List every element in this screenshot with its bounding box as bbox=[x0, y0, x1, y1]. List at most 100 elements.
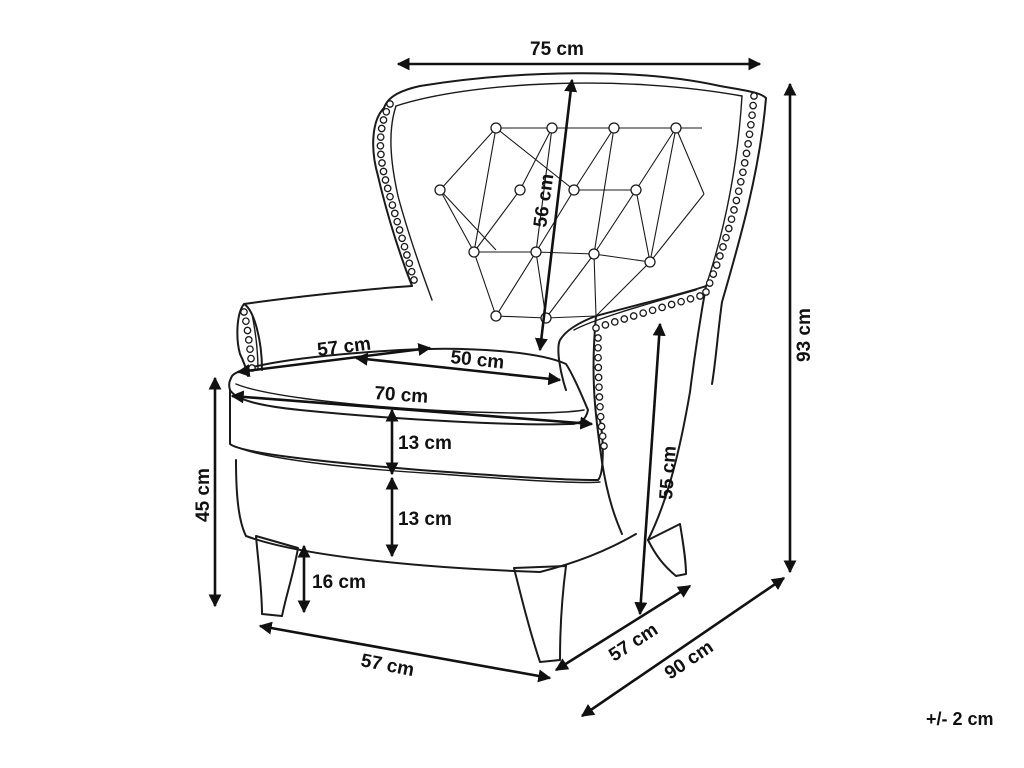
nailhead-stud bbox=[724, 224, 733, 233]
nailhead-stud bbox=[740, 159, 749, 167]
nailhead-stud bbox=[719, 243, 727, 251]
nailhead-stud bbox=[377, 124, 386, 133]
nailhead-stud bbox=[405, 259, 414, 268]
nailhead-stud bbox=[610, 318, 619, 326]
nailhead-stud bbox=[376, 133, 385, 141]
nailhead-stud bbox=[598, 432, 607, 441]
front-left-leg bbox=[255, 535, 299, 617]
dim-front-width-line bbox=[258, 621, 552, 683]
nailhead-stud bbox=[386, 192, 394, 201]
nailhead-stud bbox=[242, 317, 250, 326]
nailhead-stud bbox=[393, 217, 402, 226]
nailhead-stud bbox=[734, 187, 743, 196]
nailhead-stud bbox=[749, 101, 757, 110]
right-wing-inner bbox=[705, 95, 743, 287]
nailhead-trim bbox=[240, 92, 758, 450]
tolerance-note: +/- 2 cm bbox=[926, 709, 994, 729]
nailhead-stud bbox=[732, 196, 741, 205]
label-total-height: 93 cm bbox=[794, 308, 815, 362]
nailhead-stud bbox=[240, 308, 248, 316]
nailhead-stud bbox=[376, 141, 385, 150]
nailhead-stud bbox=[667, 300, 676, 309]
nailhead-stud bbox=[596, 402, 604, 411]
label-leg-height: 16 cm bbox=[312, 572, 366, 593]
right-arm bbox=[557, 285, 707, 541]
nailhead-stud bbox=[247, 354, 255, 363]
nailhead-stud bbox=[750, 92, 758, 100]
label-arm-height: 55 cm bbox=[656, 445, 681, 500]
nailhead-stud bbox=[600, 442, 608, 450]
nailhead-stud bbox=[595, 393, 604, 401]
dim-seat-depth-top-line bbox=[236, 343, 432, 377]
nailhead-stud bbox=[722, 233, 730, 242]
nailhead-stud bbox=[243, 326, 252, 335]
nailhead-stud bbox=[696, 292, 704, 300]
dim-arm-height-line bbox=[634, 322, 666, 616]
nailhead-stud bbox=[377, 150, 385, 159]
nailhead-stud bbox=[716, 252, 724, 260]
nailhead-stud bbox=[395, 226, 404, 234]
nailhead-stud bbox=[592, 324, 600, 332]
nailhead-stud bbox=[629, 312, 638, 320]
nailhead-stud bbox=[742, 149, 751, 158]
nailhead-stud bbox=[594, 373, 603, 382]
nailhead-stud bbox=[379, 116, 388, 124]
nailhead-stud bbox=[594, 334, 602, 342]
nailhead-stud bbox=[378, 159, 386, 167]
nailhead-stud bbox=[712, 261, 721, 269]
nailhead-stud bbox=[410, 276, 418, 284]
nailhead-stud bbox=[709, 270, 718, 278]
wingback-outline bbox=[383, 72, 767, 385]
nailhead-stud bbox=[388, 201, 397, 209]
dim-seat-width-line bbox=[230, 390, 594, 430]
nailhead-stud bbox=[595, 383, 603, 392]
dim-total-depth-line bbox=[580, 576, 786, 718]
nailhead-stud bbox=[686, 294, 695, 303]
nailhead-stud bbox=[702, 288, 710, 296]
label-back-width: 75 cm bbox=[530, 39, 584, 60]
dimension-lines bbox=[208, 57, 797, 718]
label-cushion-height: 13 cm bbox=[398, 433, 452, 454]
nailhead-stud bbox=[639, 309, 648, 317]
front-right-leg bbox=[513, 565, 567, 663]
nailhead-stud bbox=[736, 177, 745, 186]
nailhead-stud bbox=[596, 412, 605, 421]
tufting-pattern bbox=[434, 122, 705, 324]
nailhead-stud bbox=[748, 111, 756, 120]
nailhead-stud bbox=[747, 120, 755, 129]
nailhead-stud bbox=[727, 215, 736, 224]
nailhead-stud bbox=[594, 343, 602, 352]
nailhead-stud bbox=[398, 234, 406, 243]
nailhead-stud bbox=[648, 306, 657, 315]
label-side-depth: 57 cm bbox=[605, 619, 662, 666]
nailhead-stud bbox=[620, 315, 629, 323]
nailhead-stud bbox=[386, 100, 394, 108]
dim-backrest-height-line bbox=[534, 78, 578, 352]
nailhead-stud bbox=[594, 353, 602, 362]
dim-seat-depth-line bbox=[354, 352, 562, 386]
nailhead-stud bbox=[594, 363, 603, 372]
label-front-width: 57 cm bbox=[359, 650, 416, 681]
nailhead-stud bbox=[382, 107, 391, 116]
nailhead-stud bbox=[730, 206, 738, 214]
nailhead-stud bbox=[383, 184, 392, 193]
seat-cushion-front bbox=[229, 389, 604, 481]
nailhead-stud bbox=[379, 167, 388, 176]
nailhead-stud bbox=[403, 251, 411, 259]
label-seat-height: 45 cm bbox=[193, 468, 214, 522]
nailhead-stud bbox=[658, 303, 666, 312]
nailhead-stud bbox=[400, 242, 409, 251]
nailhead-stud bbox=[246, 345, 254, 354]
nailhead-stud bbox=[381, 176, 390, 184]
rear-right-leg bbox=[647, 523, 687, 577]
nailhead-stud bbox=[244, 336, 253, 344]
left-wing bbox=[372, 107, 413, 287]
seat-base bbox=[235, 459, 637, 573]
nailhead-stud bbox=[705, 279, 714, 287]
nailhead-stud bbox=[597, 422, 606, 431]
nailhead-stud bbox=[745, 130, 754, 139]
left-wing-inner bbox=[390, 105, 433, 301]
nailhead-stud bbox=[677, 297, 685, 306]
